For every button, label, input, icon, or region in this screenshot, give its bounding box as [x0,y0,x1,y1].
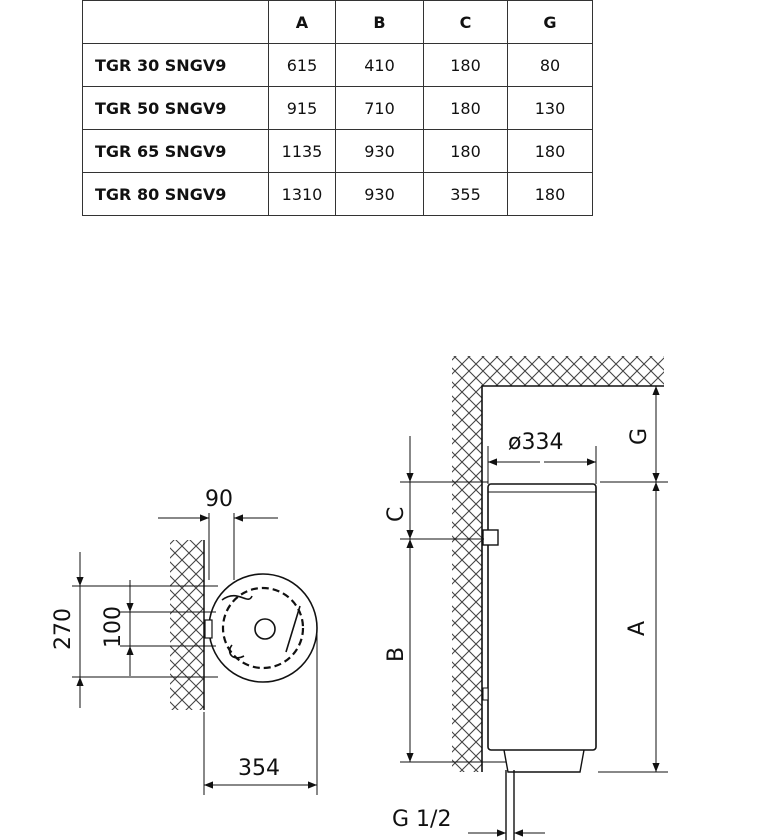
table-cell: 355 [423,172,508,216]
ceiling-hatch [452,356,664,386]
wall-bracket [482,529,499,546]
model-cell: TGR 65 SNGV9 [82,129,269,173]
bracket-plate [204,619,213,639]
dim-b-label: B [384,647,409,662]
bracket-shape [221,594,301,659]
table-cell: 915 [268,86,336,130]
model-cell: TGR 30 SNGV9 [82,43,269,87]
header-cell: C [423,0,508,44]
table-cell: 930 [335,129,424,173]
dim-90-label: 90 [205,487,233,512]
table-cell: 130 [507,86,593,130]
lower-bracket [482,687,489,701]
table-cell: 1135 [268,129,336,173]
table-row: TGR 30 SNGV9 615 410 180 80 [82,43,593,87]
dim-354-label: 354 [238,756,280,781]
dim-g-label: G [627,428,652,445]
table-cell: 410 [335,43,424,87]
model-cell: TGR 50 SNGV9 [82,86,269,130]
table-cell: 180 [423,86,508,130]
model-cell: TGR 80 SNGV9 [82,172,269,216]
dim-a-label: A [625,621,650,636]
dim-100-label: 100 [101,606,126,648]
heater-top-outline [208,573,318,683]
dim-270-label: 270 [51,608,76,650]
heater-body [487,483,597,751]
pipe-label: G 1/2 [392,807,451,832]
diameter-label: ø334 [508,430,563,455]
heater-inner-dashed [221,586,305,670]
table-cell: 180 [507,172,593,216]
table-row: TGR 65 SNGV9 1135 930 180 180 [82,129,593,173]
dimensions-table: A B C G TGR 30 SNGV9 615 410 180 80 TGR … [82,0,593,216]
table-cell: 710 [335,86,424,130]
table-row: TGR 50 SNGV9 915 710 180 130 [82,86,593,130]
table-cell: 80 [507,43,593,87]
pipe-opening [254,618,276,640]
side-view: ø334 G A C B G 1/2 [384,356,668,840]
table-cell: 180 [423,129,508,173]
table-row: TGR 80 SNGV9 1310 930 355 180 [82,172,593,216]
wall-ceiling-line [481,385,664,772]
top-view: 90 270 100 354 [51,487,318,795]
table-cell: 930 [335,172,424,216]
wall-hatch [452,386,482,772]
wall-hatch [170,540,204,710]
dim-c-label: C [384,507,409,522]
